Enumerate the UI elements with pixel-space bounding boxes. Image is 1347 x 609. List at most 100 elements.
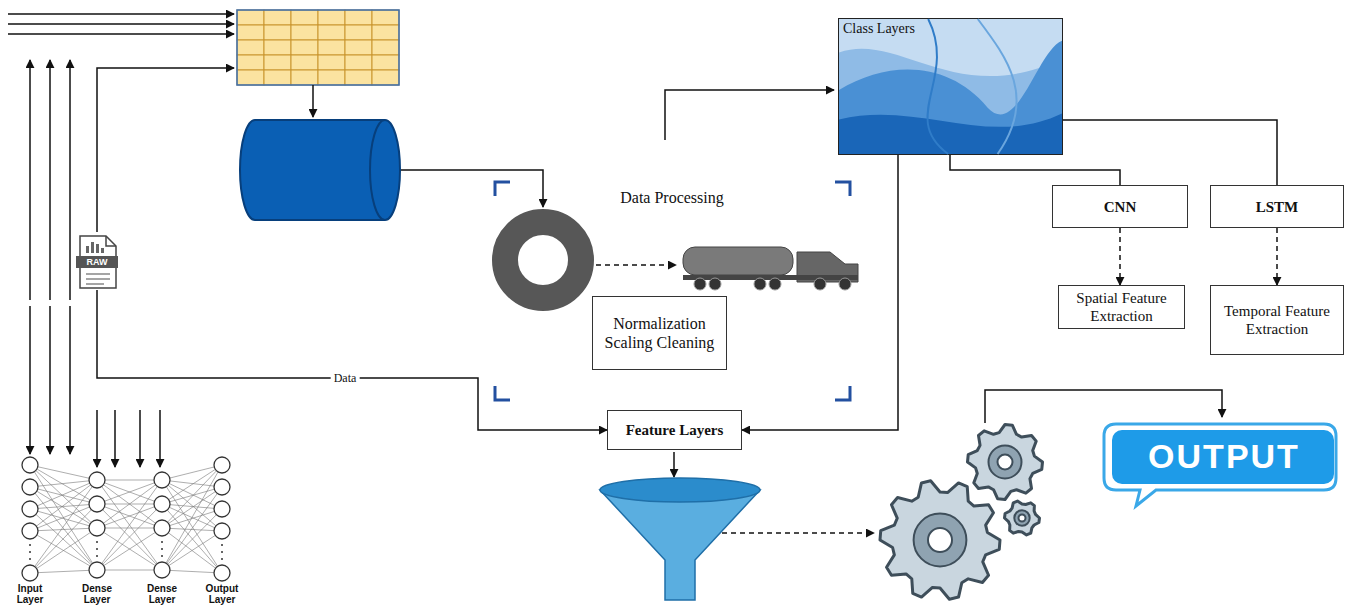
input-arrows xyxy=(8,23,234,25)
data-table-icon xyxy=(237,55,264,70)
data-table-icon xyxy=(237,10,399,85)
data-table-icon xyxy=(372,25,399,40)
layer-label: Input Layer xyxy=(5,583,55,605)
data-table-icon xyxy=(372,10,399,25)
neural-network xyxy=(97,480,162,528)
gears-icon xyxy=(1005,501,1040,535)
funnel-icon xyxy=(600,490,760,600)
data-table-icon xyxy=(291,25,318,40)
neural-network xyxy=(30,480,97,509)
data-table-icon xyxy=(237,40,264,55)
node-text: Feature Layers xyxy=(626,421,724,439)
data-table-icon xyxy=(318,10,345,25)
neural-network xyxy=(161,555,163,557)
data-table-icon xyxy=(318,25,345,40)
neural-network xyxy=(162,531,222,570)
neural-network xyxy=(30,487,97,504)
connector xyxy=(97,290,607,430)
neural-network xyxy=(22,523,38,539)
input-arrows xyxy=(69,60,71,300)
data-table-icon xyxy=(264,10,291,25)
neural-network xyxy=(22,565,38,581)
neural-network xyxy=(162,487,222,528)
neural-network xyxy=(162,570,222,573)
neural-network xyxy=(30,570,97,573)
output-bubble-outline xyxy=(1104,424,1336,506)
tanker-truck xyxy=(683,247,793,275)
data-table-icon xyxy=(318,40,345,55)
focus-brackets xyxy=(495,386,510,400)
neural-network xyxy=(22,501,38,517)
node-text: Spatial Feature Extraction xyxy=(1063,289,1180,325)
layer-label: Dense Layer xyxy=(137,583,187,605)
neural-network xyxy=(30,528,97,531)
raw-file-icon-outline xyxy=(96,244,99,253)
funnel-icon xyxy=(600,478,760,502)
neural-network xyxy=(162,465,222,504)
flow-lines xyxy=(313,85,1222,533)
neural-network xyxy=(30,480,97,573)
input-arrows xyxy=(49,306,51,454)
flow-lines xyxy=(722,532,874,534)
input-arrows xyxy=(8,14,234,467)
flow-lines xyxy=(596,264,676,266)
input-arrows xyxy=(97,68,234,232)
flow-lines xyxy=(985,390,1222,423)
neural-network xyxy=(214,501,230,517)
node-text: Class Layers xyxy=(843,21,915,37)
neural-network xyxy=(97,528,162,570)
data-table-icon xyxy=(237,70,264,85)
class-layers-panel-outline xyxy=(978,19,1017,154)
raw-file-icon-outline xyxy=(106,236,116,246)
connector xyxy=(742,155,898,430)
edge-label: Data xyxy=(331,371,360,386)
neural-network xyxy=(30,465,97,480)
neural-network xyxy=(97,528,162,529)
neural-network xyxy=(97,570,162,571)
flow-lines xyxy=(400,170,543,207)
input-arrows xyxy=(29,60,31,300)
model-box: LSTM xyxy=(1210,185,1344,228)
neural-network xyxy=(97,480,162,481)
focus-brackets xyxy=(835,386,850,400)
neural-network xyxy=(30,487,97,528)
data-table-icon xyxy=(345,40,372,55)
data-table-icon xyxy=(345,25,372,40)
data-table-icon xyxy=(318,55,345,70)
flow-lines xyxy=(312,85,314,117)
neural-network xyxy=(30,480,97,531)
neural-network xyxy=(30,465,97,570)
neural-network xyxy=(30,487,97,570)
neural-network xyxy=(214,565,230,581)
neural-network xyxy=(89,472,105,488)
feature-box: Spatial Feature Extraction xyxy=(1058,285,1185,329)
neural-network xyxy=(22,457,230,581)
neural-network xyxy=(162,465,222,570)
input-arrows xyxy=(8,33,234,35)
input-arrows xyxy=(29,306,31,454)
feature-layers-box: Feature Layers xyxy=(607,410,742,450)
neural-network xyxy=(29,544,31,546)
model-box: CNN xyxy=(1052,185,1188,228)
class-layers-panel-outline xyxy=(927,19,948,154)
data-table-icon xyxy=(264,25,291,40)
flow-lines xyxy=(665,90,834,140)
node-text: Temporal Feature Extraction xyxy=(1215,302,1339,338)
neural-network xyxy=(97,528,162,570)
data-table-icon xyxy=(372,55,399,70)
connector xyxy=(1119,228,1121,285)
neural-network xyxy=(154,562,170,578)
raw-file-icon-outline xyxy=(91,242,94,253)
feature-box: Temporal Feature Extraction xyxy=(1210,285,1344,355)
data-table-icon xyxy=(345,10,372,25)
input-arrows xyxy=(49,60,51,300)
neural-network xyxy=(214,457,230,473)
tanker-truck xyxy=(814,278,826,290)
neural-network xyxy=(29,551,31,553)
gears-icon xyxy=(998,455,1013,470)
neural-network xyxy=(30,480,97,487)
layer-label: Dense Layer xyxy=(72,583,122,605)
neural-network xyxy=(162,487,222,504)
